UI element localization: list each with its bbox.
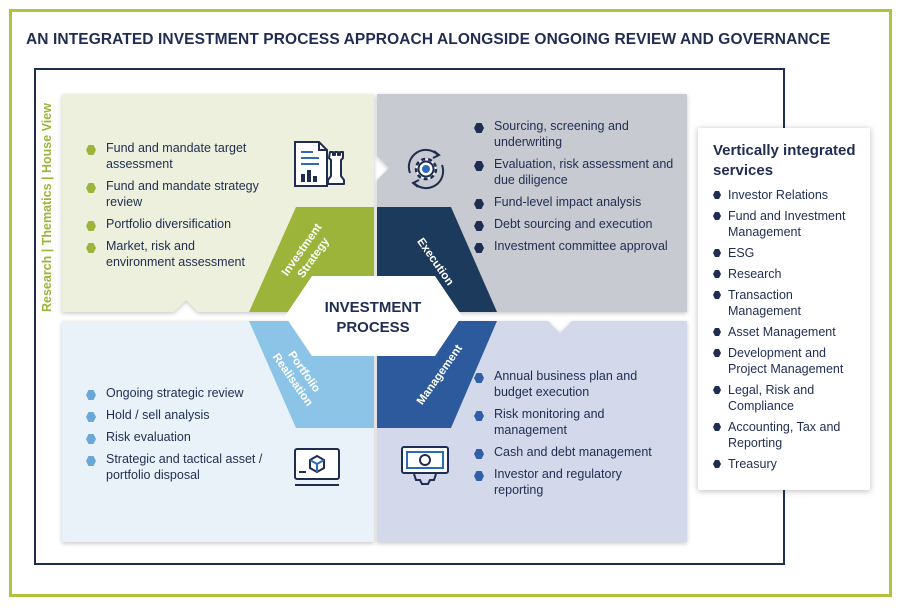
list-item: Debt sourcing and execution (474, 216, 674, 232)
realisation-list: Ongoing strategic review Hold / sell ana… (86, 385, 286, 489)
bullet-icon (474, 199, 484, 209)
bullet-icon (86, 412, 96, 422)
list-item: Ongoing strategic review (86, 385, 286, 401)
bullet-icon (86, 390, 96, 400)
list-item: Strategic and tactical asset / portfolio… (86, 451, 286, 483)
service-item: Transaction Management (713, 287, 860, 319)
document-chart-chess-icon (294, 141, 345, 187)
list-item: Portfolio diversification (86, 216, 266, 232)
bullet-icon (86, 456, 96, 466)
outer-frame (9, 9, 892, 597)
service-item: Asset Management (713, 324, 860, 340)
strategy-list: Fund and mandate target assessment Fund … (86, 140, 266, 276)
bullet-icon (713, 386, 721, 394)
list-item: Fund and mandate target assessment (86, 140, 266, 172)
center-label: INVESTMENT PROCESS (324, 299, 422, 336)
services-heading: Vertically integrated services (713, 142, 856, 179)
service-item: Treasury (713, 456, 860, 472)
list-item: Investor and regulatory reporting (474, 466, 674, 498)
bullet-icon (713, 212, 721, 220)
service-item: Development and Project Management (713, 345, 860, 377)
service-item: Fund and Investment Management (713, 208, 860, 240)
list-item: Investment committee approval (474, 238, 674, 254)
page-title: AN INTEGRATED INVESTMENT PROCESS APPROAC… (26, 31, 831, 48)
service-item: Legal, Risk and Compliance (713, 382, 860, 414)
bullet-icon (713, 291, 721, 299)
list-item: Sourcing, screening and underwriting (474, 118, 674, 150)
bullet-icon (713, 460, 721, 468)
list-item: Fund-level impact analysis (474, 194, 674, 210)
bullet-icon (474, 449, 484, 459)
bullet-icon (474, 471, 484, 481)
bullet-icon (713, 349, 721, 357)
list-item: Hold / sell analysis (86, 407, 286, 423)
bullet-icon (474, 123, 484, 133)
bullet-icon (713, 249, 721, 257)
bullet-icon (474, 221, 484, 231)
bullet-icon (713, 423, 721, 431)
list-item: Fund and mandate strategy review (86, 178, 266, 210)
list-item: Risk evaluation (86, 429, 286, 445)
list-item: Risk monitoring and management (474, 406, 674, 438)
management-list: Annual business plan and budget executio… (474, 368, 674, 504)
center-hexagon (285, 276, 462, 356)
list-item: Cash and debt management (474, 444, 674, 460)
list-item: Annual business plan and budget executio… (474, 368, 674, 400)
bullet-icon (86, 434, 96, 444)
bullet-icon (86, 183, 96, 193)
services-panel: Vertically integrated services Investor … (698, 128, 870, 490)
money-gear-icon (401, 446, 449, 485)
service-item: Research (713, 266, 860, 282)
bullet-icon (86, 221, 96, 231)
bullet-icon (474, 411, 484, 421)
bullet-icon (474, 243, 484, 253)
bullet-icon (474, 373, 484, 383)
service-item: Accounting, Tax and Reporting (713, 419, 860, 451)
bullet-icon (713, 328, 721, 336)
service-item: ESG (713, 245, 860, 261)
gear-cycle-icon (407, 148, 445, 190)
list-item: Evaluation, risk assessment and due dili… (474, 156, 674, 188)
bullet-icon (86, 145, 96, 155)
service-item: Investor Relations (713, 187, 860, 203)
laptop-box-icon (294, 448, 340, 486)
execution-list: Sourcing, screening and underwriting Eva… (474, 118, 674, 260)
bullet-icon (86, 243, 96, 253)
bullet-icon (713, 270, 721, 278)
bullet-icon (713, 191, 721, 199)
bullet-icon (474, 161, 484, 171)
list-item: Market, risk and environment assessment (86, 238, 266, 270)
